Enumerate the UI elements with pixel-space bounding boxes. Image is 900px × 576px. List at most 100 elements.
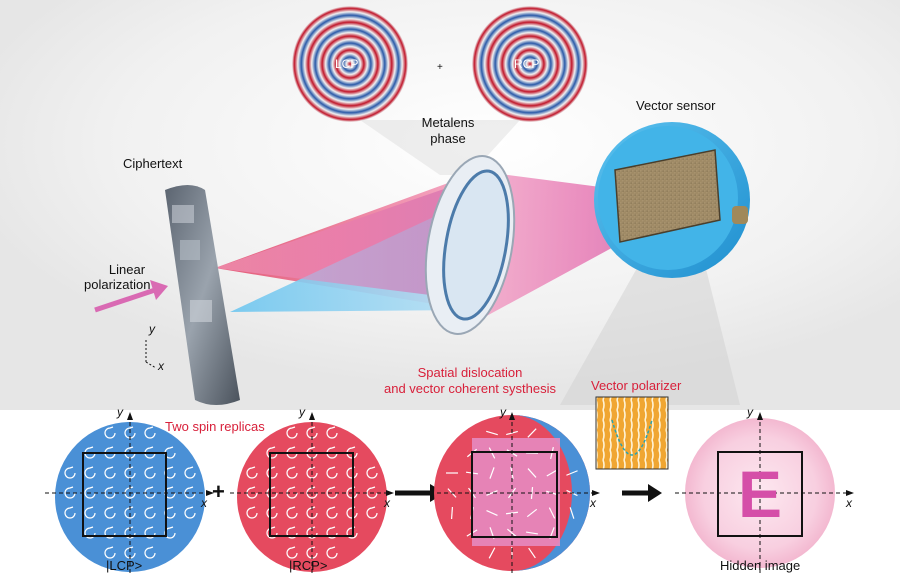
rcp-phase-circle (472, 6, 588, 122)
spin-spiral (366, 506, 378, 519)
spin-spiral (104, 486, 116, 499)
synthesis-x-arrow (592, 490, 600, 496)
spin-spiral (144, 466, 156, 479)
axis-y-small: y (149, 322, 155, 336)
rcp-phase-label: RCP (514, 57, 540, 71)
synthesis-square (471, 451, 558, 538)
spin-spiral (124, 466, 136, 479)
lcp-state-label: |LCP> (106, 558, 143, 573)
spin-spiral (64, 506, 76, 519)
spin-spiral (104, 446, 116, 459)
spin-spiral (64, 486, 76, 499)
lcp-axis-y: y (117, 405, 123, 419)
spin-spiral (366, 466, 378, 479)
spin-spiral (366, 486, 378, 499)
polarization-vector (527, 428, 537, 438)
spin-spiral (306, 446, 318, 459)
spin-spiral (286, 426, 298, 439)
spin-spiral (306, 426, 318, 439)
metalens-glass (442, 169, 510, 321)
spin-spiral (286, 446, 298, 459)
linear-label-line2: polarization (84, 277, 151, 292)
spin-spiral (124, 506, 136, 519)
polarization-vector (569, 507, 575, 519)
hidden-axis-x: x (846, 496, 852, 510)
metalens-label-line1: Metalens (421, 115, 475, 130)
cipher-pixel (172, 205, 194, 223)
spin-spiral (346, 446, 358, 459)
polarization-vector (566, 470, 578, 476)
lcp-axis-x: x (201, 496, 207, 510)
x-axis-small (145, 361, 157, 369)
spin-spiral (346, 486, 358, 499)
spin-spiral (84, 486, 96, 499)
spin-spiral (306, 466, 318, 479)
polarization-vector (450, 506, 454, 520)
synthesis-axis-x: x (590, 496, 596, 510)
polarization-arrow-head (150, 280, 168, 300)
synthesis-vectors (446, 428, 578, 560)
spin-spiral (144, 426, 156, 439)
spin-spiral (346, 466, 358, 479)
lcp-x-arrow (206, 490, 214, 496)
vector-polarizer-label: Vector polarizer (591, 378, 682, 393)
lcp-phase-circle (292, 6, 408, 122)
process-arrow-2-head (648, 484, 662, 502)
spatial-dislocation-line2: and vector coherent systhesis (384, 381, 556, 396)
spin-spiral (84, 466, 96, 479)
sensor-knob (732, 206, 748, 224)
polarization-vector (525, 531, 539, 535)
ciphertext-label: Ciphertext (123, 156, 183, 171)
spin-spiral (326, 466, 338, 479)
synthesis-axis-y: y (500, 405, 506, 419)
hidden-square (717, 451, 803, 537)
rcp-state-label: |RCP> (289, 558, 328, 573)
rcp-y-arrow (309, 412, 315, 420)
polarization-vector (507, 528, 517, 538)
plus-operator: + (212, 479, 225, 504)
vector-sensor-label: Vector sensor (636, 98, 716, 113)
spin-spiral (326, 446, 338, 459)
rcp-axis-x: x (384, 496, 390, 510)
phase-plus: + (437, 62, 443, 73)
spin-spiral (246, 486, 258, 499)
lcp-circle (55, 422, 205, 572)
spin-spiral (246, 506, 258, 519)
spin-spiral (104, 426, 116, 439)
spin-spiral (286, 486, 298, 499)
polarization-arrow-shaft (94, 287, 156, 313)
spin-spiral (306, 486, 318, 499)
polarization-vector (546, 469, 558, 477)
spin-spiral (306, 546, 318, 559)
spin-spiral (326, 506, 338, 519)
polarization-vector (526, 508, 538, 518)
metalens-label-line2: phase (430, 131, 466, 146)
cipher-pixel (180, 240, 200, 260)
spin-spiral (184, 466, 196, 479)
polarization-vector (486, 490, 498, 496)
polarization-vector (548, 507, 556, 519)
hidden-image-label: Hidden image (720, 558, 801, 573)
rcp-x-arrow (386, 490, 394, 496)
spin-spiral (144, 546, 156, 559)
linear-label-line1: Linear (108, 262, 146, 277)
spin-spiral (144, 506, 156, 519)
spin-spiral (104, 506, 116, 519)
spin-spiral (124, 446, 136, 459)
spin-spiral (326, 486, 338, 499)
axis-x-small: x (158, 359, 164, 373)
two-spin-replicas-label: Two spin replicas (165, 419, 265, 434)
spin-spiral (346, 506, 358, 519)
rcp-circle (237, 422, 387, 572)
spin-spiral (64, 466, 76, 479)
spin-spiral (124, 426, 136, 439)
spin-spiral (104, 466, 116, 479)
spin-spiral (144, 486, 156, 499)
spin-spiral (286, 466, 298, 479)
polarization-vector (488, 547, 496, 559)
polarization-vector (486, 430, 498, 436)
polarization-vector (527, 468, 537, 478)
lcp-phase-label: LCP (335, 57, 359, 71)
